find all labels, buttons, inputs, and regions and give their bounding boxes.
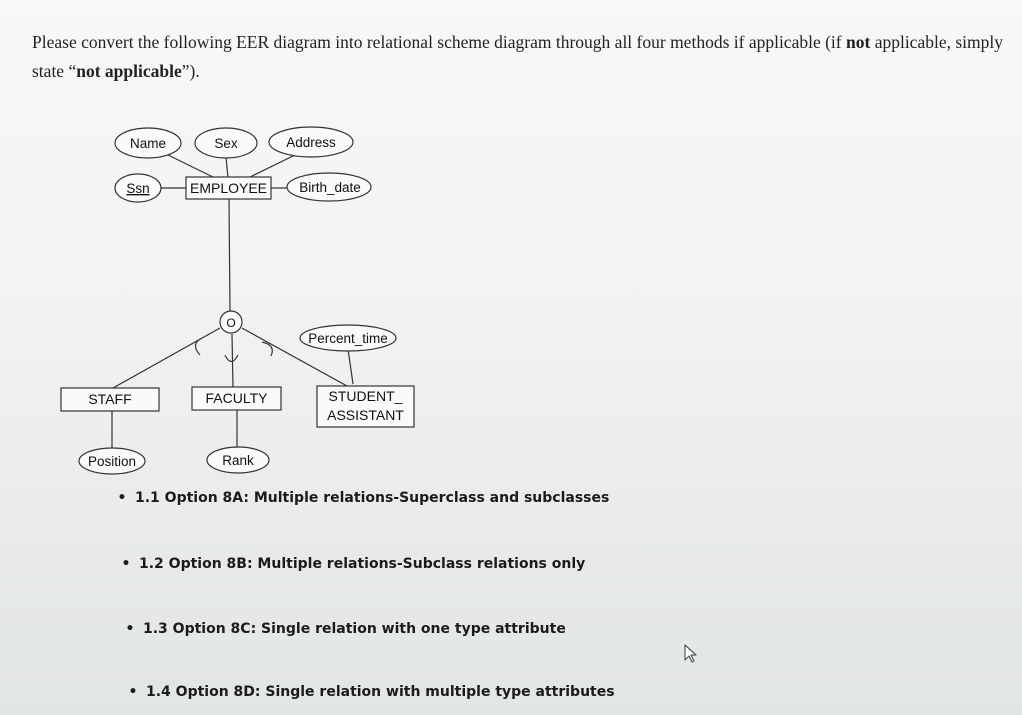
position-attribute: [78, 447, 146, 475]
disjointness-label: O: [226, 316, 235, 330]
student-assistant-entity: [316, 385, 415, 428]
rank-label: Rank: [222, 453, 254, 468]
option-8a: • 1.1 Option 8A: Multiple relations-Super…: [115, 490, 610, 506]
subset-symbol-student: [261, 341, 273, 357]
question-bold-not-applicable: not applicable: [76, 61, 182, 81]
option-8a-text: 1.1 Option 8A: Multiple relations-Superc…: [135, 490, 610, 506]
bullet-icon: •: [121, 556, 131, 572]
bullet-icon: •: [128, 684, 138, 700]
staff-label: STAFF: [88, 391, 131, 407]
sex-attribute: [194, 127, 258, 159]
option-8d: • 1.4 Option 8D: Single relation with mul…: [126, 684, 615, 700]
position-label: Position: [88, 454, 136, 469]
question-bold-not: not: [846, 32, 871, 52]
faculty-label: FACULTY: [206, 390, 269, 406]
option-8b-text: 1.2 Option 8B: Multiple relations-Subcla…: [139, 556, 586, 572]
rank-attribute: [206, 446, 270, 474]
sex-label: Sex: [214, 136, 238, 151]
ssn-attribute: [114, 173, 162, 203]
question-part3: ”).: [181, 61, 200, 81]
option-8c-text: 1.3 Option 8C: Single relation with one …: [143, 621, 566, 637]
subset-symbol-staff: [194, 337, 203, 356]
option-8b: • 1.2 Option 8B: Multiple relations-Subcl…: [119, 556, 586, 572]
faculty-entity: [191, 386, 282, 411]
student-label-line2: ASSISTANT: [327, 407, 404, 423]
percent-time-attribute: [299, 324, 397, 352]
birth-date-label: Birth_date: [299, 180, 361, 195]
superclass-connector: [228, 198, 231, 312]
name-attribute: [114, 127, 182, 159]
percent-time-connector: [347, 348, 354, 385]
student-label-line1: STUDENT_: [329, 388, 403, 404]
name-label: Name: [130, 136, 166, 151]
bullet-icon: •: [125, 621, 135, 637]
option-8c: • 1.3 Option 8C: Single relation with one…: [123, 621, 566, 637]
address-attribute: [268, 126, 354, 158]
percent-time-label: Percent_time: [308, 331, 388, 346]
mouse-pointer-icon: [684, 644, 697, 663]
question-part2: applicable, simply state “: [32, 32, 1003, 81]
name-connector: [167, 154, 216, 179]
bullet-icon: •: [117, 490, 127, 506]
question-part1: Please convert the following EER diagram…: [32, 32, 846, 52]
staff-entity: [60, 387, 160, 412]
employee-entity: [185, 176, 272, 200]
staff-connector: [112, 327, 221, 389]
subset-symbol-faculty: [224, 354, 239, 363]
question-text: Please convert the following EER diagram…: [32, 28, 1007, 86]
ssn-label: Ssn: [126, 181, 149, 196]
disjointness-circle: [219, 310, 243, 334]
address-connector: [247, 154, 296, 179]
student-connector: [241, 327, 348, 387]
employee-label: EMPLOYEE: [190, 180, 267, 196]
option-8d-text: 1.4 Option 8D: Single relation with mult…: [146, 684, 615, 700]
faculty-connector: [231, 333, 234, 388]
address-label: Address: [286, 135, 336, 150]
sex-connector: [225, 156, 229, 179]
birth-date-attribute: [286, 172, 372, 202]
